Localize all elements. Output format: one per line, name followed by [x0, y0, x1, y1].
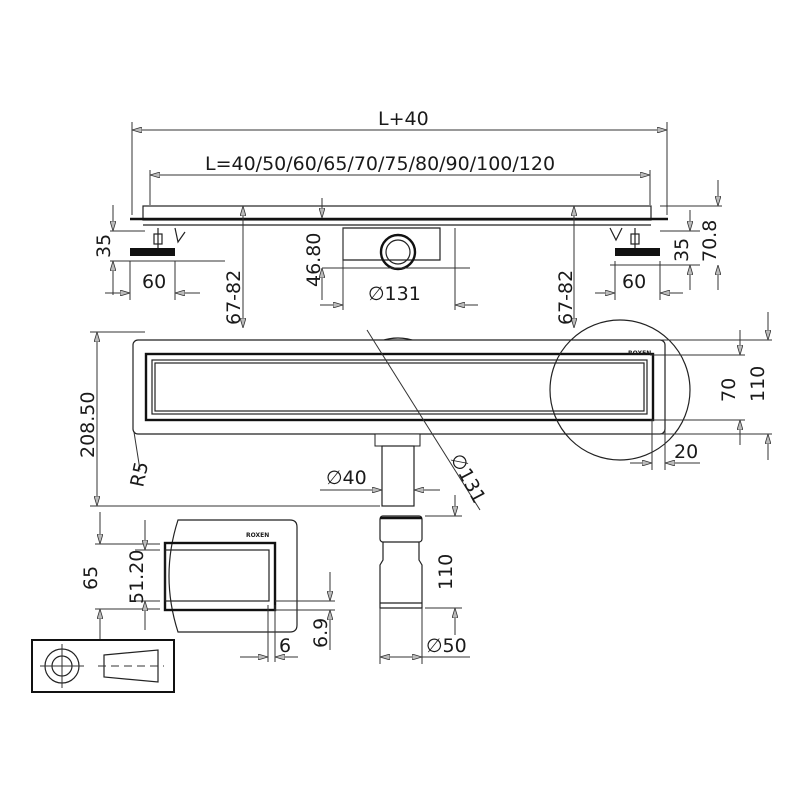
right-adjust-height: 67-82 [555, 270, 577, 325]
detail-circle [549, 319, 691, 461]
channel-inner-width: 70 [718, 378, 740, 402]
outlet-pipe [381, 445, 415, 507]
detail-view: ROXEN 65 51.20 6.9 6 [80, 512, 335, 662]
corner-radius: R5 [126, 460, 153, 489]
side-view [130, 205, 668, 271]
detail-outer-height: 65 [80, 566, 102, 590]
first-angle-projection-icon [31, 639, 175, 693]
overall-length-label: L+40 [378, 108, 429, 130]
left-adjust-height: 67-82 [223, 270, 245, 325]
length-options-label: L=40/50/60/65/70/75/80/90/100/120 [205, 153, 555, 175]
right-foot-height: 35 [671, 238, 693, 262]
left-foot-height: 35 [93, 234, 115, 258]
grate-frame [144, 352, 655, 422]
detail-outline [168, 519, 298, 633]
left-foot-width: 60 [142, 271, 166, 293]
pipe-diameter-top: ∅40 [326, 467, 367, 489]
top-brand: ROXEN [628, 350, 651, 357]
total-height: 70.8 [699, 220, 721, 262]
overall-length-dimension: L+40 L=40/50/60/65/70/75/80/90/100/120 [131, 108, 668, 215]
pipe-height: 110 [435, 554, 457, 590]
detail-wall: 6 [279, 635, 291, 657]
detail-inner-height: 51.20 [126, 550, 148, 604]
side-view-dimensions: 35 60 67-82 46.80 ∅131 67-82 35 70.8 60 [93, 180, 722, 328]
outlet-diameter: ∅131 [368, 283, 421, 305]
right-foot [615, 248, 660, 256]
pipe-diameter: ∅50 [426, 635, 467, 657]
outlet-circle-diameter: ∅131 [446, 450, 490, 507]
detail-brand: ROXEN [246, 532, 269, 539]
outlet-depth: 46.80 [303, 233, 325, 287]
top-view: ROXEN [132, 319, 691, 511]
right-foot-width: 60 [622, 271, 646, 293]
edge-width: 20 [674, 441, 698, 463]
channel-depth: 208.50 [77, 392, 99, 458]
pipe-view: 110 ∅50 [379, 495, 470, 664]
channel-outer-width: 110 [747, 366, 769, 402]
left-foot [130, 248, 175, 256]
detail-lip: 6.9 [310, 618, 332, 648]
